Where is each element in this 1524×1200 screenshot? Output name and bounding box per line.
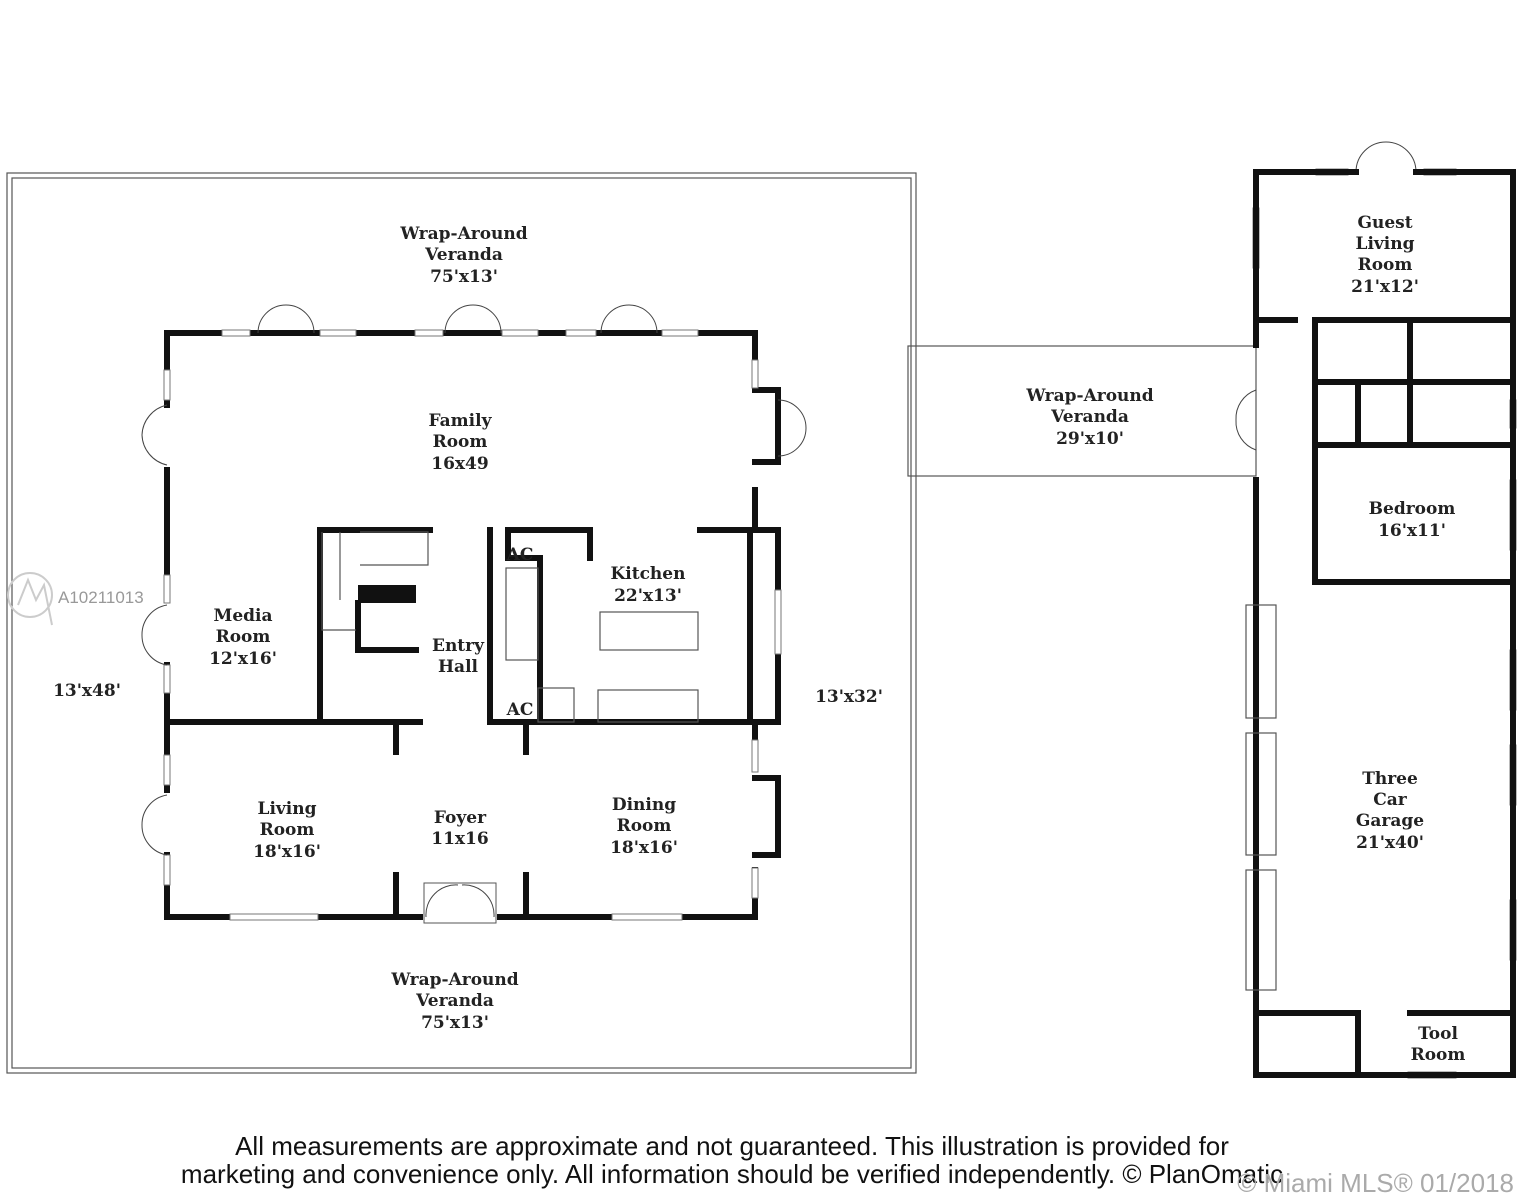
listing-id: A10211013 — [58, 588, 144, 607]
veranda-outline — [6, 172, 1257, 1074]
mls-logo-icon — [7, 572, 53, 626]
windows — [163, 168, 1517, 1079]
mls-watermark: © Miami MLS® 01/2018 — [1237, 1168, 1514, 1198]
room-label-side-right: 13'x32' — [815, 687, 883, 707]
disclaimer-line-2: marketing and convenience only. All info… — [180, 1159, 1284, 1189]
room-label-side-left: 13'x48' — [53, 681, 121, 701]
room-label-ac-1: AC — [506, 545, 534, 565]
main-house-walls — [164, 330, 781, 920]
room-label-ac-2: AC — [506, 700, 534, 720]
disclaimer-line-1: All measurements are approximate and not… — [235, 1131, 1229, 1161]
disclaimer: All measurements are approximate and not… — [0, 1132, 1464, 1188]
doors — [141, 141, 1417, 924]
guest-house-walls — [1235, 169, 1516, 1078]
